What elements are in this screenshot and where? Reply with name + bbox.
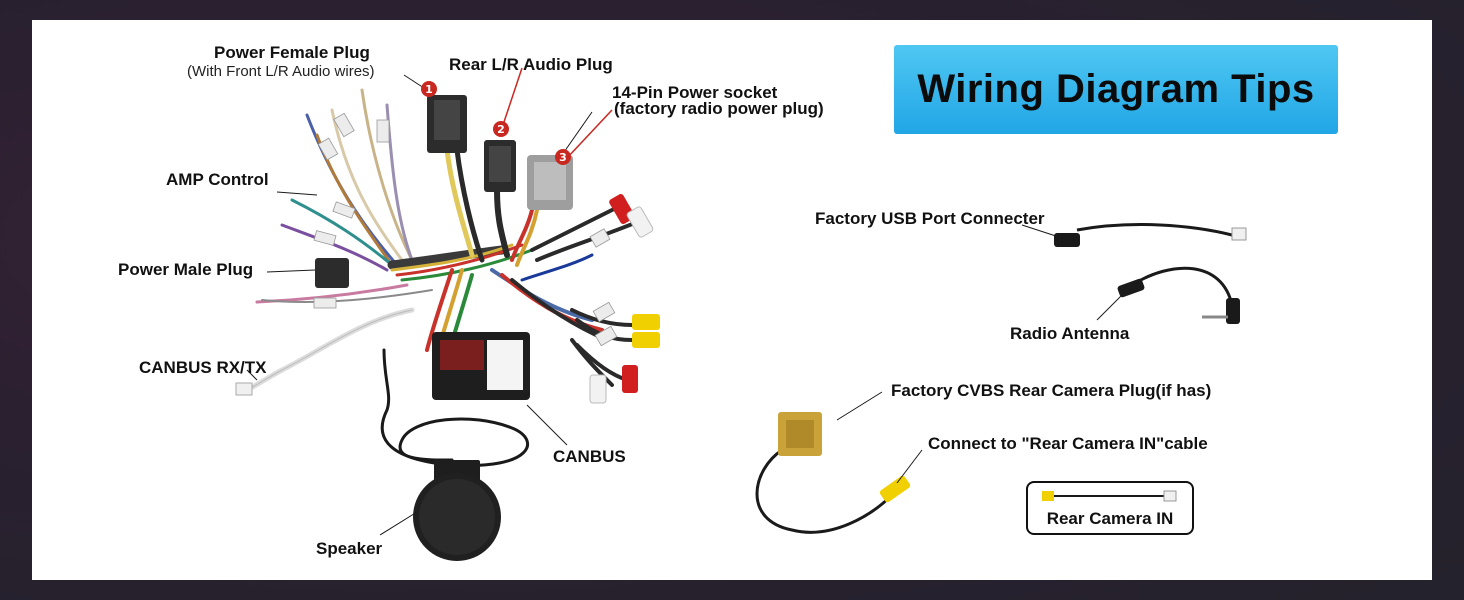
speaker-unit [413, 460, 501, 561]
power-socket-connector [527, 155, 573, 210]
title-banner: Wiring Diagram Tips [894, 45, 1338, 134]
leader-lines [246, 74, 1123, 536]
page-title: Wiring Diagram Tips [917, 67, 1315, 111]
label-power-female-sub: (With Front L/R Audio wires) [187, 63, 375, 80]
label-canbus-rxtx: CANBUS RX/TX [139, 358, 267, 377]
label-cvbs-plug: Factory CVBS Rear Camera Plug(if has) [891, 381, 1212, 400]
marker-2: 2 [493, 121, 509, 137]
harness-illustration [235, 67, 1247, 561]
label-rear-camera-in: Rear Camera IN [1046, 509, 1174, 528]
power-male-connector [315, 258, 349, 288]
wire-bundle [244, 88, 644, 468]
canbus-rxtx-plug [235, 382, 253, 396]
label-rear-audio-plug: Rear L/R Audio Plug [449, 55, 613, 74]
label-canbus: CANBUS [553, 447, 626, 466]
label-power-male-plug: Power Male Plug [118, 260, 254, 279]
rca-plugs [589, 193, 660, 404]
rear-camera-in-box: Rear Camera IN [1026, 481, 1194, 535]
label-power-socket: 14-Pin Power socket [612, 83, 778, 102]
rear-audio-connector [484, 140, 516, 192]
marker-3: 3 [555, 149, 571, 165]
canbus-box [432, 332, 530, 400]
label-connect-rear-cam: Connect to "Rear Camera IN"cable [928, 434, 1208, 453]
marker-1: 1 [421, 81, 437, 97]
diagram-panel: 1 2 3 Wiring Diagram Tips Power Female P… [32, 20, 1432, 580]
label-usb-port: Factory USB Port Connecter [815, 209, 1045, 228]
antenna-cable [1117, 266, 1240, 324]
wire-tags [313, 112, 618, 347]
label-power-female-plug: Power Female Plug [214, 43, 370, 62]
usb-cable [1054, 223, 1247, 247]
power-female-connector [427, 95, 467, 153]
label-speaker: Speaker [316, 539, 383, 558]
cvbs-cable [755, 412, 911, 534]
rear-camera-cable-icon [1042, 490, 1177, 502]
label-amp-control: AMP Control [166, 170, 269, 189]
label-power-socket-sub: (factory radio power plug) [614, 99, 824, 118]
label-radio-antenna: Radio Antenna [1010, 324, 1130, 343]
